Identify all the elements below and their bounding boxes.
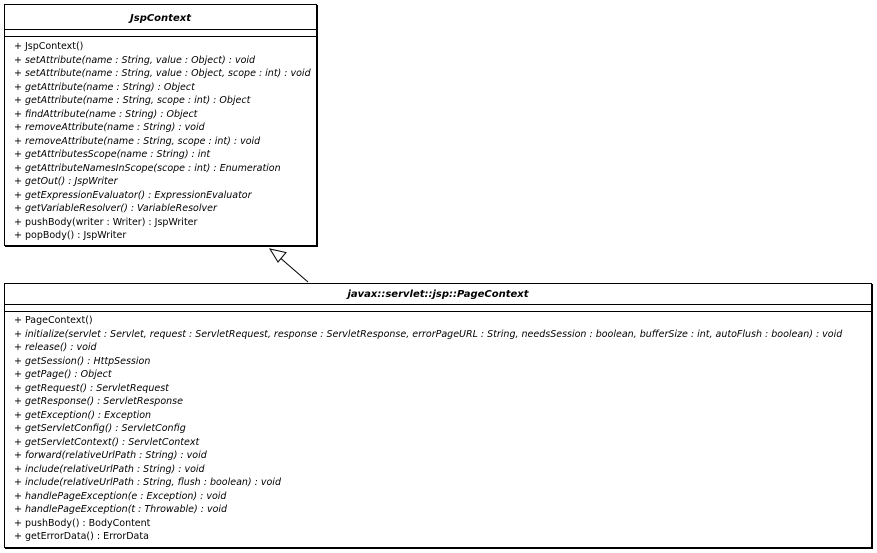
attributes-compartment-jspcontext xyxy=(5,30,316,37)
operation: + getPage() : Object xyxy=(14,369,112,380)
operation: + removeAttribute(name : String) : void xyxy=(14,122,205,133)
operation: + getServletContext() : ServletContext xyxy=(14,436,200,448)
class-name-jspcontext: JspContext xyxy=(5,5,316,30)
operation: + forward(relativeUrlPath : String) : vo… xyxy=(14,450,207,461)
operation: + PageContext() xyxy=(14,315,93,326)
operations-compartment-jspcontext: + JspContext() + setAttribute(name : Str… xyxy=(5,37,316,243)
operation: + getVariableResolver() : VariableResolv… xyxy=(14,203,217,214)
operation: + JspContext() xyxy=(14,41,84,52)
operation: + getOut() : JspWriter xyxy=(14,176,118,187)
operation: + getRequest() : ServletRequest xyxy=(14,382,169,394)
class-jspcontext[interactable]: JspContext + JspContext() + setAttribute… xyxy=(4,4,317,246)
operation: + getServletConfig() : ServletConfig xyxy=(14,423,186,434)
operation: + getAttribute(name : String, scope : in… xyxy=(14,95,251,106)
operation: + getExpressionEvaluator() : ExpressionE… xyxy=(14,189,252,201)
operation: + removeAttribute(name : String, scope :… xyxy=(14,135,261,147)
attributes-compartment-pagecontext xyxy=(5,305,871,312)
operation: + findAttribute(name : String) : Object xyxy=(14,108,198,120)
operation: + pushBody(writer : Writer) : JspWriter xyxy=(14,216,198,228)
operation: + include(relativeUrlPath : String, flus… xyxy=(14,477,281,488)
operation: + getException() : Exception xyxy=(14,409,152,421)
operations-compartment-pagecontext: + PageContext() + initialize(servlet : S… xyxy=(5,312,871,544)
operation: + handlePageException(e : Exception) : v… xyxy=(14,490,227,502)
operation: + release() : void xyxy=(14,342,97,353)
operation: + include(relativeUrlPath : String) : vo… xyxy=(14,463,205,475)
generalization-arrowhead xyxy=(268,248,287,263)
class-pagecontext[interactable]: javax::servlet::jsp::PageContext + PageC… xyxy=(4,283,872,548)
operation: + handlePageException(t : Throwable) : v… xyxy=(14,504,228,515)
operation: + setAttribute(name : String, value : Ob… xyxy=(14,54,256,66)
operation: + getSession() : HttpSession xyxy=(14,355,151,367)
operation: + setAttribute(name : String, value : Ob… xyxy=(14,68,311,79)
operation: + getResponse() : ServletResponse xyxy=(14,396,183,407)
operation: + pushBody() : BodyContent xyxy=(14,517,151,529)
operation: + popBody() : JspWriter xyxy=(14,230,127,241)
generalization-line xyxy=(277,255,309,283)
operation: + initialize(servlet : Servlet, request … xyxy=(14,328,843,340)
operation: + getAttribute(name : String) : Object xyxy=(14,81,195,93)
operation: + getAttributesScope(name : String) : in… xyxy=(14,149,211,160)
operation: + getAttributeNamesInScope(scope : int) … xyxy=(14,162,281,174)
operation: + getErrorData() : ErrorData xyxy=(14,531,149,542)
class-name-pagecontext: javax::servlet::jsp::PageContext xyxy=(5,284,871,305)
